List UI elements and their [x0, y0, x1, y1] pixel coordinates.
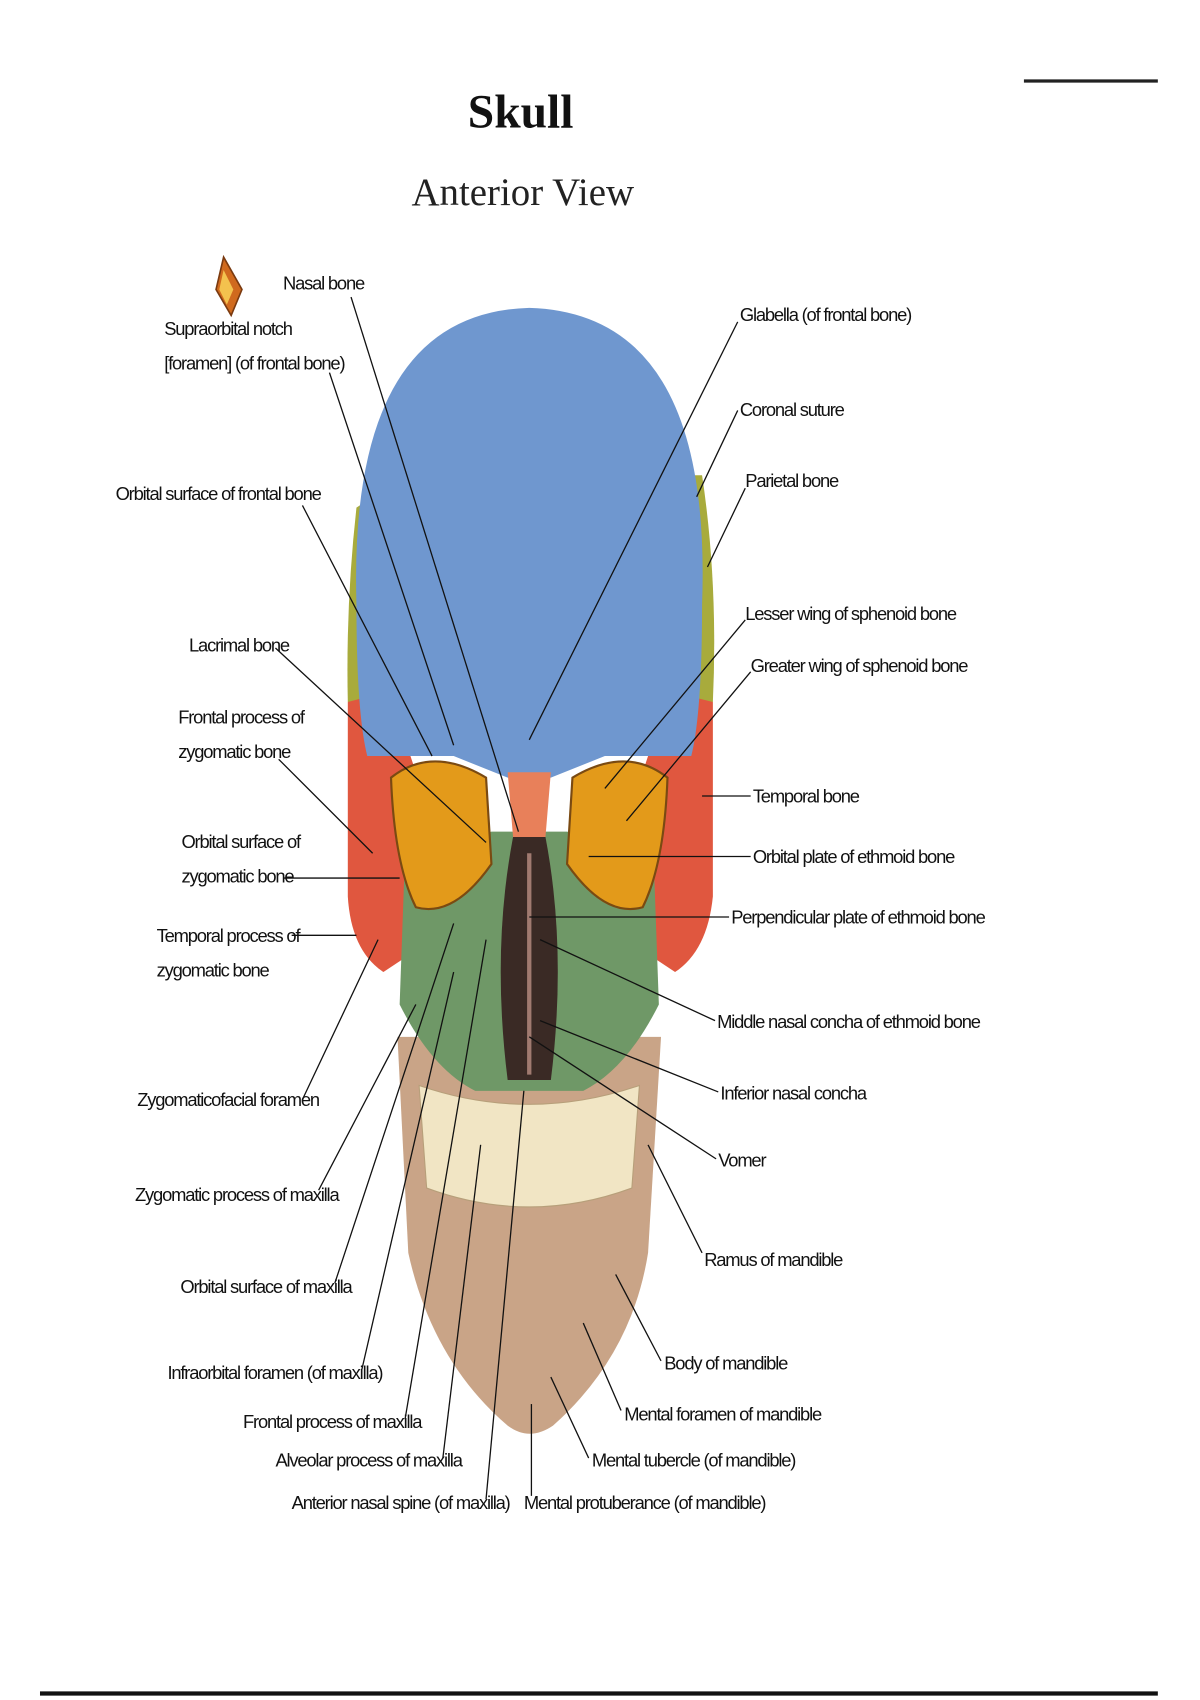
labels-right: Glabella (of frontal bone) Coronal sutur… [524, 304, 987, 1513]
label-anterior-nasal-spine: Anterior nasal spine (of maxilla) [292, 1492, 510, 1513]
label-glabella: Glabella (of frontal bone) [740, 304, 911, 325]
label-lacrimal-bone: Lacrimal bone [189, 634, 290, 655]
label-mental-protuberance: Mental protuberance (of mandible) [524, 1492, 766, 1513]
label-body-mandible: Body of mandible [664, 1353, 788, 1374]
orbit-left [389, 760, 493, 911]
label-supraorbital-notch: Supraorbital notch [164, 318, 293, 339]
diagram-subtitle: Anterior View [411, 171, 634, 214]
label-orbital-surface-zygomatic-line2: zygomatic bone [181, 865, 294, 886]
pointer-icon [215, 254, 243, 318]
label-coronal-suture: Coronal suture [740, 399, 845, 420]
label-orbital-surface-frontal: Orbital surface of frontal bone [116, 483, 322, 504]
label-nasal-bone: Nasal bone [283, 272, 365, 293]
skull-illustration [347, 307, 715, 1434]
label-temporal-bone: Temporal bone [753, 785, 860, 806]
nasal-bone [507, 772, 551, 838]
label-zygomatic-process-maxilla: Zygomatic process of maxilla [135, 1184, 340, 1205]
label-temporal-process-zygomatic-line2: zygomatic bone [157, 959, 270, 980]
label-orbital-surface-zygomatic: Orbital surface of [181, 831, 301, 852]
label-perpendicular-plate-ethmoid: Perpendicular plate of ethmoid bone [731, 906, 985, 927]
label-mental-tubercle: Mental tubercle (of mandible) [592, 1450, 795, 1471]
label-temporal-process-zygomatic: Temporal process of [157, 925, 302, 946]
frontal-bone [356, 307, 703, 778]
label-greater-wing-sphenoid: Greater wing of sphenoid bone [751, 655, 969, 676]
label-infraorbital-foramen: Infraorbital foramen (of maxilla) [167, 1362, 382, 1383]
label-middle-nasal-concha: Middle nasal concha of ethmoid bone [717, 1011, 981, 1032]
label-ramus-mandible: Ramus of mandible [704, 1249, 843, 1270]
label-supraorbital-notch-line2: [foramen] (of frontal bone) [164, 352, 344, 373]
label-zygomaticofacial-foramen: Zygomaticofacial foramen [137, 1089, 320, 1110]
label-lesser-wing-sphenoid: Lesser wing of sphenoid bone [745, 603, 957, 624]
label-inferior-nasal-concha: Inferior nasal concha [720, 1082, 867, 1103]
label-orbital-surface-maxilla: Orbital surface of maxilla [180, 1276, 353, 1297]
label-frontal-process-zygomatic: Frontal process of [178, 707, 306, 728]
label-alveolar-process-maxilla: Alveolar process of maxilla [275, 1450, 463, 1471]
label-mental-foramen: Mental foramen of mandible [624, 1403, 822, 1424]
orbit-right [565, 760, 669, 911]
diagram-title: Skull [468, 86, 574, 138]
labels-left: Nasal bone Supraorbital notch [foramen] … [116, 272, 511, 1513]
label-parietal-bone: Parietal bone [745, 470, 839, 491]
label-orbital-plate-ethmoid: Orbital plate of ethmoid bone [753, 846, 955, 867]
label-frontal-process-zygomatic-line2: zygomatic bone [178, 741, 291, 762]
label-frontal-process-maxilla: Frontal process of maxilla [243, 1411, 423, 1432]
teeth [418, 1084, 641, 1208]
leader-lines [275, 296, 752, 1500]
label-vomer: Vomer [718, 1149, 766, 1170]
